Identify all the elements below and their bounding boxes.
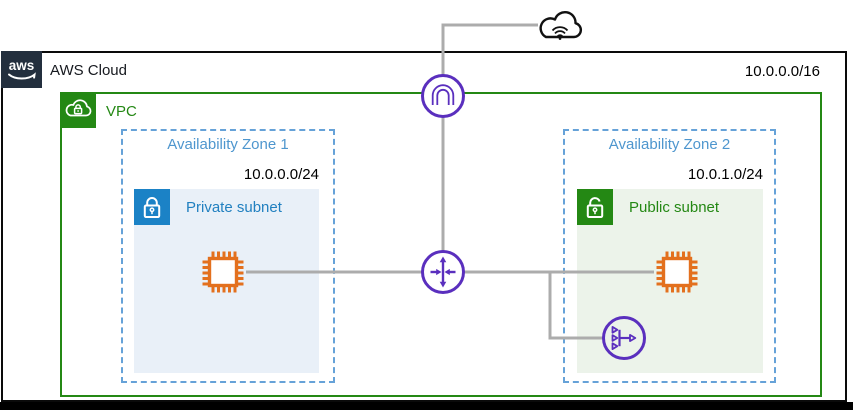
vpc-icon bbox=[60, 92, 96, 128]
router-icon bbox=[419, 248, 467, 296]
aws-cloud-cidr: 10.0.0.0/16 bbox=[744, 63, 820, 80]
az2-cidr: 10.0.1.0/24 bbox=[687, 166, 763, 183]
availability-zone-1-container bbox=[121, 129, 335, 383]
az1-label: Availability Zone 1 bbox=[167, 136, 289, 153]
ec2-instance-private-icon bbox=[200, 249, 246, 295]
ec2-instance-public-icon bbox=[654, 249, 700, 295]
public-subnet-icon bbox=[577, 189, 613, 225]
aws-cloud-container bbox=[1, 51, 847, 402]
availability-zone-2-container bbox=[563, 129, 776, 383]
nat-gateway-icon bbox=[600, 314, 648, 362]
internet-cloud-icon bbox=[532, 5, 588, 43]
private-subnet-label: Private subnet bbox=[186, 199, 282, 216]
az2-label: Availability Zone 2 bbox=[608, 136, 731, 153]
aws-logo-text: aws bbox=[9, 58, 35, 73]
public-subnet-label: Public subnet bbox=[629, 199, 720, 216]
aws-logo: aws bbox=[1, 51, 42, 88]
internet-gateway-icon bbox=[419, 72, 467, 120]
vpc-label: VPC bbox=[106, 103, 137, 120]
bottom-edge-bar bbox=[0, 402, 853, 410]
az1-cidr: 10.0.0.0/24 bbox=[243, 166, 319, 183]
aws-cloud-label: AWS Cloud bbox=[50, 62, 127, 79]
private-subnet-icon bbox=[134, 189, 170, 225]
